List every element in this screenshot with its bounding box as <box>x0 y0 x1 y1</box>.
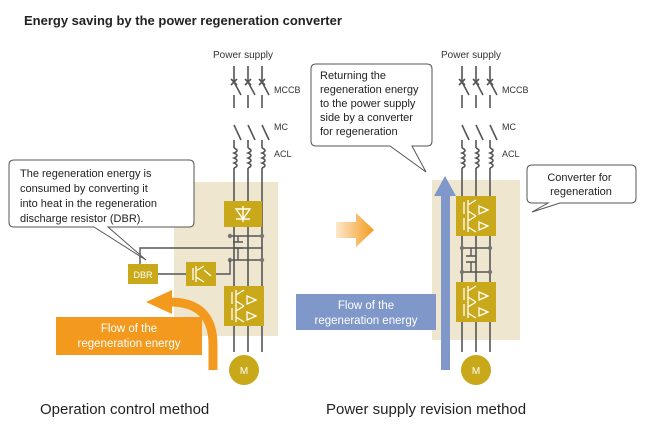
right-flow-label-line2: regeneration energy <box>315 315 418 327</box>
left-motor <box>229 355 259 385</box>
right-callout-bubble <box>310 63 433 173</box>
left-inverter-symbol <box>231 289 258 323</box>
right-caption: Power supply revision method <box>326 401 526 418</box>
right-mccb-crosses <box>458 78 494 86</box>
page-title: Energy saving by the power regeneration … <box>24 13 342 28</box>
left-callout-text: The regeneration energy is consumed by c… <box>20 168 160 225</box>
right-flow-label-line1: Flow of the <box>338 300 394 312</box>
right-regen-converter-symbol <box>463 199 490 233</box>
left-acl-coils <box>231 147 266 169</box>
left-mccb-label: MCCB <box>274 85 301 95</box>
left-caption: Operation control method <box>40 401 209 418</box>
left-dbr-box <box>128 264 158 284</box>
left-flow-label-line1: Flow of the <box>101 323 157 335</box>
left-flow-label-box <box>56 317 202 355</box>
left-mc-label: MC <box>274 122 288 132</box>
left-callout-bubble <box>8 159 195 261</box>
left-brake-module <box>186 262 216 286</box>
right-diagram: Power supply MCCB MC ACL <box>296 50 637 418</box>
right-callout-text: Returning the regeneration energy to the… <box>320 70 422 138</box>
left-bus-dots <box>227 233 265 263</box>
left-flow-arrow-shaft <box>169 297 218 370</box>
left-dc-bus <box>230 235 262 261</box>
right-motor <box>461 355 491 385</box>
right-converter-callout-text: Converter for regeneration <box>547 172 614 198</box>
left-phase-lines <box>233 66 270 352</box>
right-motor-label: M <box>472 366 480 377</box>
right-mc-label: MC <box>502 122 516 132</box>
left-flow-label-line2: regeneration energy <box>78 338 181 350</box>
left-dbr-label: DBR <box>133 270 153 280</box>
left-power-supply-label: Power supply <box>213 50 273 61</box>
right-converter-callout-bubble <box>526 164 637 213</box>
left-diode-symbol <box>234 206 252 222</box>
right-flow-arrow-head <box>434 176 456 196</box>
right-inverter-symbol <box>463 285 490 319</box>
right-mccb-label: MCCB <box>502 85 529 95</box>
right-dc-bus <box>462 247 490 273</box>
left-motor-label: M <box>240 366 248 377</box>
right-flow-arrow-shaft <box>441 194 450 370</box>
left-diagram: Power supply MCCB MC ACL <box>8 50 301 418</box>
left-acl-label: ACL <box>274 149 292 159</box>
right-flow-label-box <box>296 294 436 330</box>
right-acl-coils <box>459 147 494 169</box>
left-mccb-crosses <box>230 78 266 86</box>
right-acl-label: ACL <box>502 149 520 159</box>
right-power-supply-label: Power supply <box>441 50 501 61</box>
right-phase-lines <box>461 66 498 352</box>
left-flow-arrow-head <box>146 290 172 314</box>
left-brake-branch <box>139 247 262 275</box>
transition-arrow <box>336 213 374 247</box>
left-brake-transistor-symbol <box>192 265 212 283</box>
right-bus-dots <box>459 245 493 275</box>
